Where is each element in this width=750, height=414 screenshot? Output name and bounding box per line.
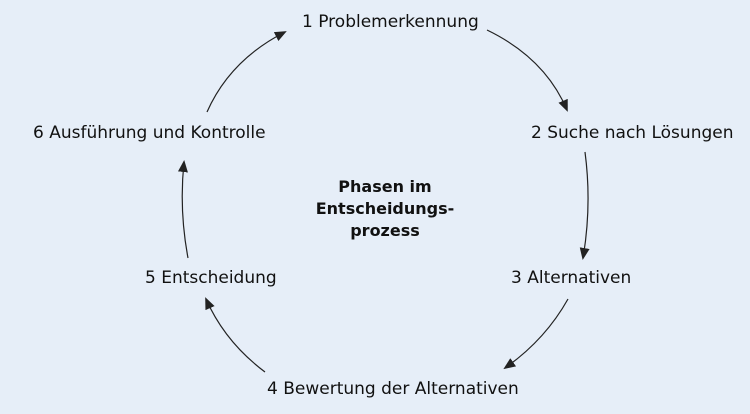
arrow-2-to-3 [579, 151, 590, 260]
phase-2-label: 2 Suche nach Lösungen [531, 123, 734, 143]
center-title-line-3: prozess [350, 221, 420, 240]
arrow-4-to-5 [205, 297, 266, 373]
phase-1-label: 1 Problemerkennung [302, 12, 479, 32]
phase-3-label: 3 Alternativen [511, 268, 632, 288]
arrow-1-to-2 [486, 29, 568, 112]
center-title: Phasen im Entscheidungs- prozess [285, 176, 485, 242]
arrow-5-to-6 [177, 160, 189, 259]
phase-6-label: 6 Ausführung und Kontrolle [33, 123, 266, 143]
arrow-3-to-4 [503, 298, 569, 370]
center-title-line-1: Phasen im [338, 177, 432, 196]
arrow-6-to-1 [206, 31, 287, 113]
phase-5-label: 5 Entscheidung [145, 268, 277, 288]
phase-4-label: 4 Bewertung der Alternativen [267, 379, 519, 399]
center-title-line-2: Entscheidungs- [315, 199, 455, 218]
